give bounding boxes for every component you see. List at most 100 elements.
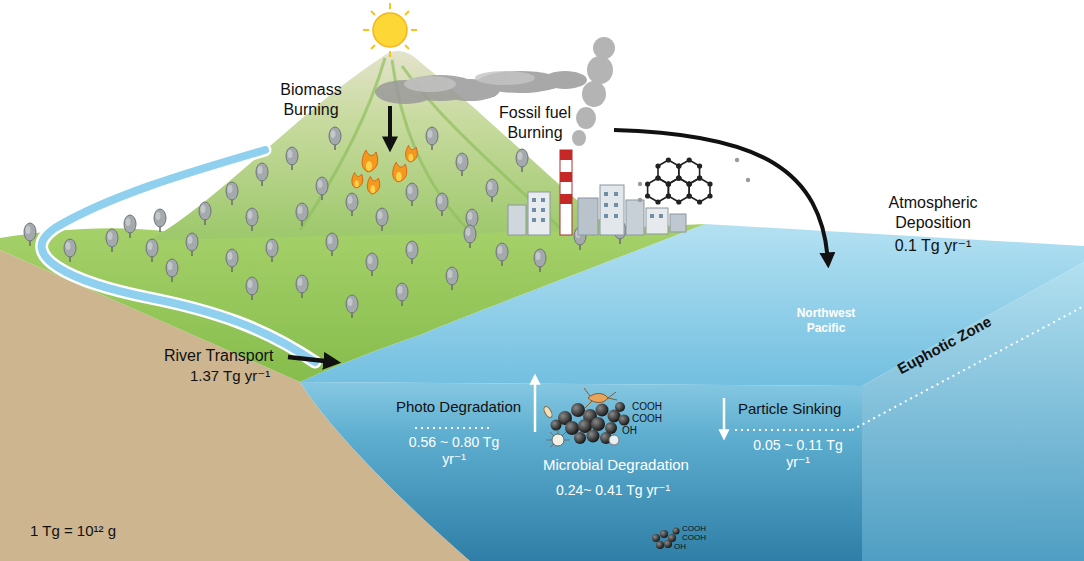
burning-arrow [388, 106, 392, 146]
tree [329, 127, 341, 150]
deposition-arrow [614, 130, 828, 262]
tree-highlight [26, 226, 31, 234]
tree [146, 239, 158, 262]
tree [456, 153, 468, 176]
carbon-atom [697, 175, 702, 180]
tree-highlight [228, 252, 233, 260]
tree [406, 183, 418, 206]
carbon-atom [666, 193, 671, 198]
tree-highlight [201, 205, 206, 213]
tree-crown [124, 215, 136, 233]
carbon-atom [687, 193, 692, 198]
carbon-atom [666, 181, 671, 186]
carbon-atom [687, 181, 692, 186]
tree-highlight [126, 218, 131, 226]
carbon-atom [655, 199, 660, 204]
tree-crown [296, 203, 308, 221]
tree [426, 127, 438, 150]
flux-value: 0.24~ 0.41 Tg yr⁻¹ [556, 482, 670, 499]
tree-crown [64, 239, 76, 257]
particle [591, 417, 605, 431]
black-carbon-particles [551, 402, 680, 549]
tree-highlight [258, 166, 263, 174]
carbon-atom [666, 157, 671, 162]
tree-highlight [168, 262, 173, 270]
tree-crown [166, 259, 178, 277]
tree-highlight [458, 156, 463, 164]
tree-crown [326, 233, 338, 251]
particle [574, 432, 586, 444]
chimney [560, 150, 572, 235]
tree-crown [226, 182, 238, 200]
tree-crown [376, 208, 388, 226]
tree-highlight [368, 256, 373, 264]
carbon-atom [687, 157, 692, 162]
tree-highlight [468, 212, 473, 220]
pah-molecule [638, 157, 750, 204]
tree [166, 259, 178, 282]
flame-core [355, 180, 359, 187]
land-surface [0, 224, 705, 382]
tree-crown [226, 249, 238, 267]
carbon-atom [655, 175, 660, 180]
tree-highlight [408, 244, 413, 252]
tree-highlight [66, 242, 71, 250]
source-label: Fossil fuel Burning [493, 103, 577, 142]
tree-highlight [248, 280, 253, 288]
tree-crown [316, 177, 328, 195]
particle [551, 420, 562, 431]
flame [362, 150, 378, 172]
tree [366, 253, 378, 276]
tree-highlight [466, 228, 471, 236]
tree [464, 225, 476, 248]
tree-crown [406, 183, 418, 201]
tree-highlight [448, 270, 453, 278]
tree-crown [496, 243, 508, 261]
tree-highlight [428, 130, 433, 138]
carbon-atom [697, 163, 702, 168]
tree [266, 239, 278, 262]
sinking-arrow [723, 398, 726, 436]
tree-highlight [108, 232, 113, 240]
particle [596, 404, 609, 417]
tree [226, 182, 238, 205]
carbon-atom [676, 163, 681, 168]
hydrogen-atom [735, 158, 739, 162]
particle [571, 403, 585, 417]
city [508, 185, 686, 235]
tree [246, 208, 258, 231]
tree-crown [154, 209, 166, 227]
functional-group: COOH [682, 533, 706, 543]
tree-highlight [328, 236, 333, 244]
river-bank [42, 150, 315, 362]
carbon-atom [707, 193, 712, 198]
flame [352, 173, 363, 188]
particle [660, 530, 668, 538]
flux-value: 0.56 ~ 0.80 Tg yr⁻¹ [408, 434, 500, 468]
tree-crown [199, 202, 211, 220]
functional-group: COOH [632, 401, 662, 413]
tree-crown [516, 149, 528, 167]
tree [154, 209, 166, 232]
tree-crown [246, 208, 258, 226]
unit-note: 1 Tg = 10¹² g [30, 522, 116, 540]
tree [246, 277, 258, 300]
particle [619, 415, 630, 426]
tree-highlight [298, 206, 303, 214]
flame-core [366, 161, 372, 171]
tree-highlight [298, 278, 303, 286]
carbon-atom [676, 175, 681, 180]
tree-highlight [268, 242, 273, 250]
tree [346, 295, 358, 318]
tree-crown [456, 153, 468, 171]
tree [24, 223, 36, 246]
tree-crown [436, 193, 448, 211]
flame [367, 176, 379, 194]
mountain [150, 51, 612, 240]
tree-crown [466, 209, 478, 227]
carbon-atom [645, 193, 650, 198]
tree [64, 239, 76, 262]
tree [199, 202, 211, 225]
tree-highlight [248, 211, 253, 219]
fire [352, 146, 417, 195]
